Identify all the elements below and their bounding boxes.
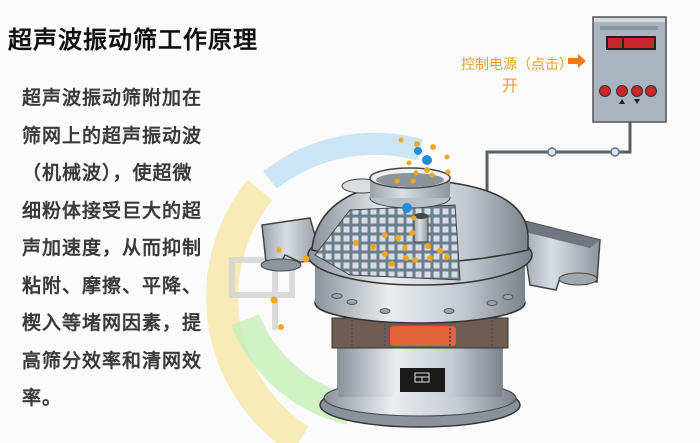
control-panel[interactable] bbox=[592, 16, 667, 123]
particles bbox=[270, 137, 451, 330]
display-left bbox=[608, 38, 622, 48]
control-state-label: 开 bbox=[502, 76, 519, 95]
ultrasonic-transducer bbox=[413, 213, 429, 243]
control-wire bbox=[485, 122, 632, 205]
description-line: 细粉体接受巨大的超 bbox=[22, 199, 203, 222]
description-line: 粘附、摩擦、平降、 bbox=[22, 274, 203, 297]
display-right bbox=[624, 38, 654, 48]
outlet-left bbox=[260, 217, 323, 272]
sieve-base bbox=[319, 344, 521, 428]
control-power-button[interactable]: 控制电源（点击） bbox=[461, 57, 573, 73]
panel-button-up[interactable] bbox=[616, 85, 628, 97]
page-title: 超声波振动筛工作原理 bbox=[8, 26, 258, 54]
inlet-ring bbox=[369, 167, 451, 209]
description-line: （机械波），使超微 bbox=[22, 162, 193, 184]
description-line: 筛网上的超声振动波 bbox=[22, 124, 203, 147]
up-arrow-icon bbox=[619, 99, 625, 104]
description-line: 率。 bbox=[22, 387, 63, 409]
down-arrow-icon bbox=[634, 99, 640, 104]
panel-button[interactable] bbox=[645, 85, 657, 97]
description-text: 超声波振动筛附加在 筛网上的超声振动波 （机械波），使超微 细粉体接受巨大的超 … bbox=[22, 80, 222, 418]
description-line: 超声波振动筛附加在 bbox=[22, 87, 203, 109]
description-line: 高筛分效率和清网效 bbox=[22, 349, 203, 372]
arrow-right-icon bbox=[568, 54, 586, 68]
panel-button-down[interactable] bbox=[631, 85, 643, 97]
panel-button[interactable] bbox=[599, 85, 611, 97]
outlet-right bbox=[519, 218, 601, 291]
description-line: 楔入等堵网因素，提 bbox=[22, 312, 203, 334]
description-line: 声加速度，从而抑制 bbox=[22, 237, 203, 259]
